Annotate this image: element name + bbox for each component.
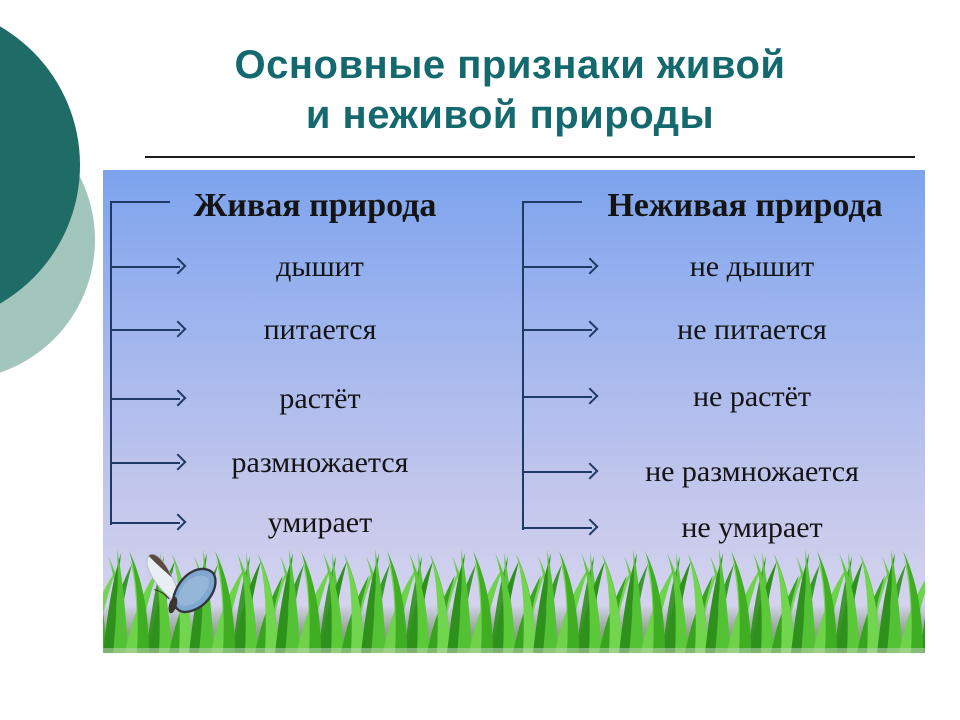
arrow-right-icon [110, 462, 180, 464]
arrow-head-icon [581, 320, 599, 338]
feature-label: умирает [267, 506, 373, 539]
page-title: Основные признаки живой и неживой природы [110, 40, 910, 140]
arrow-head-icon [169, 320, 187, 338]
arrow-right-icon [522, 527, 592, 529]
bracket-header-connector [110, 201, 170, 203]
feature-row: не дышит [522, 247, 922, 287]
feature-row: не умирает [522, 508, 922, 548]
arrow-right-icon [110, 398, 180, 400]
feature-label: не размножается [645, 455, 859, 488]
arrow-head-icon [581, 257, 599, 275]
feature-label: питается [263, 313, 377, 346]
column-nonliving-nature: Неживая природа не дышит не питается не … [522, 170, 922, 550]
feature-label: не питается [677, 313, 827, 346]
arrow-right-icon [522, 266, 592, 268]
arrow-right-icon [522, 396, 592, 398]
arrow-right-icon [522, 471, 592, 473]
arrow-head-icon [581, 518, 599, 536]
bracket-header-connector [522, 201, 582, 203]
column-living-nature: Живая природа дышит питается растёт разм… [110, 170, 515, 550]
column-header-living: Живая природа [193, 187, 437, 224]
feature-label: дышит [276, 250, 364, 283]
title-underline [145, 156, 915, 158]
title-line-1: Основные признаки живой [234, 43, 786, 87]
arrow-right-icon [110, 329, 180, 331]
feature-label: размножается [231, 446, 409, 479]
feature-label: не умирает [681, 511, 823, 544]
bracket-trunk-line [522, 201, 524, 530]
feature-row: не размножается [522, 452, 922, 492]
feature-label: не дышит [689, 250, 815, 283]
arrow-head-icon [169, 453, 187, 471]
feature-row: умирает [110, 503, 515, 543]
arrow-right-icon [110, 522, 180, 524]
feature-row: не растёт [522, 377, 922, 417]
feature-row: питается [110, 310, 515, 350]
grass-image [103, 549, 925, 653]
arrow-right-icon [522, 329, 592, 331]
diagram-panel: Живая природа дышит питается растёт разм… [103, 170, 925, 653]
feature-row: размножается [110, 443, 515, 483]
arrow-head-icon [169, 513, 187, 531]
arrow-right-icon [110, 266, 180, 268]
butterfly-icon [146, 553, 217, 614]
arrow-head-icon [169, 257, 187, 275]
bracket-trunk-line [110, 201, 112, 525]
column-header-nonliving: Неживая природа [607, 187, 883, 224]
arrow-head-icon [581, 462, 599, 480]
feature-label: не растёт [692, 380, 812, 413]
feature-row: растёт [110, 379, 515, 419]
arrow-head-icon [581, 387, 599, 405]
title-line-2: и неживой природы [305, 93, 715, 137]
feature-row: дышит [110, 247, 515, 287]
arrow-head-icon [169, 389, 187, 407]
feature-row: не питается [522, 310, 922, 350]
feature-label: растёт [279, 382, 361, 415]
